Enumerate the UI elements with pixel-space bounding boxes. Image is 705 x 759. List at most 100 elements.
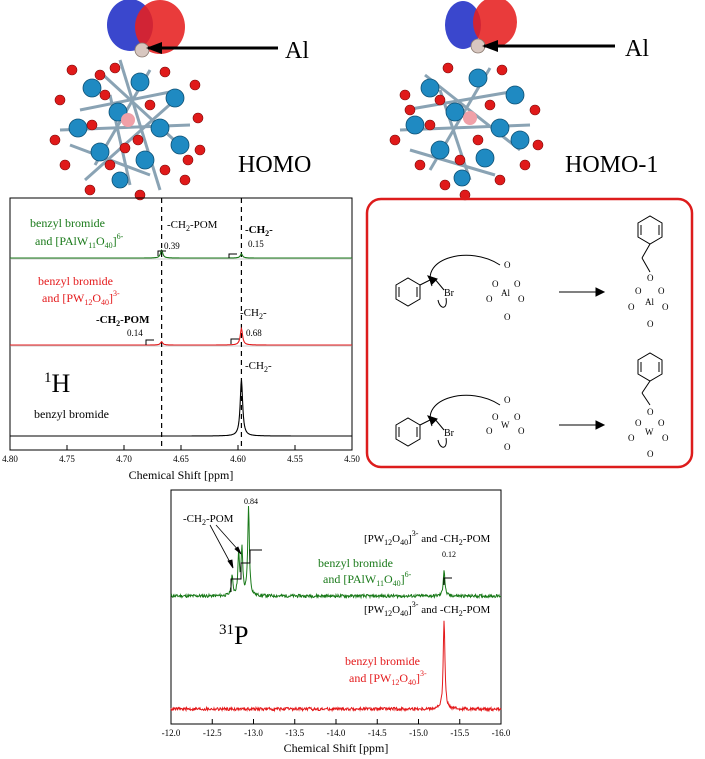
svg-text:O: O bbox=[514, 412, 521, 422]
spectrum-line bbox=[10, 249, 352, 259]
x-tick-label: -15.0 bbox=[409, 728, 428, 738]
integral-mark bbox=[230, 338, 239, 344]
integral-mark bbox=[157, 250, 166, 256]
series-label-green: benzyl bromide bbox=[318, 556, 393, 570]
svg-text:O: O bbox=[628, 433, 635, 443]
scheme-frame bbox=[365, 197, 694, 469]
x-axis-label: Chemical Shift [ppm] bbox=[129, 468, 234, 482]
peak-annotation: [PW12O40]3- and -CH2-POM bbox=[364, 529, 491, 547]
homo-al-label: Al bbox=[285, 38, 309, 64]
svg-text:O: O bbox=[658, 418, 665, 428]
nucleus-label: 1H bbox=[44, 369, 71, 398]
svg-text:W: W bbox=[501, 420, 510, 430]
svg-text:O: O bbox=[504, 395, 511, 405]
svg-text:O: O bbox=[486, 294, 493, 304]
series-label-red: and [PW12O40]3- bbox=[349, 669, 427, 687]
integral-value: 0.14 bbox=[127, 328, 143, 338]
homo1-label: HOMO-1 bbox=[565, 152, 658, 178]
spectrum-line bbox=[170, 505, 502, 600]
integral-mark bbox=[145, 339, 154, 345]
p-nmr-pointers bbox=[209, 524, 242, 569]
series-label-red: and [PW12O40]3- bbox=[42, 289, 120, 307]
svg-text:O: O bbox=[486, 426, 493, 436]
svg-text:Al: Al bbox=[501, 288, 510, 298]
homo-label: HOMO bbox=[238, 152, 311, 178]
peak-annotation: -CH2-POM bbox=[167, 219, 218, 233]
svg-text:O: O bbox=[504, 442, 511, 452]
svg-text:O: O bbox=[658, 286, 665, 296]
spectrum-line bbox=[170, 620, 502, 713]
x-tick-label: -15.5 bbox=[450, 728, 469, 738]
x-tick-label: 4.60 bbox=[230, 454, 246, 464]
homo1-al-label: Al bbox=[625, 36, 649, 62]
scheme-w-row bbox=[395, 352, 663, 448]
integral-value: 0.15 bbox=[248, 239, 264, 249]
p-nmr-integrals bbox=[230, 549, 452, 592]
svg-text:O: O bbox=[635, 418, 642, 428]
integral-value: 0.84 bbox=[244, 497, 258, 506]
x-tick-label: 4.55 bbox=[287, 454, 303, 464]
x-tick-label: -14.5 bbox=[368, 728, 387, 738]
peak-annotation: -CH2-POM bbox=[183, 513, 234, 527]
svg-text:Al: Al bbox=[645, 297, 654, 307]
series-label-black: benzyl bromide bbox=[34, 407, 109, 421]
x-tick-label: -12.0 bbox=[162, 728, 181, 738]
svg-text:O: O bbox=[518, 294, 525, 304]
svg-text:O: O bbox=[647, 407, 654, 417]
svg-text:O: O bbox=[647, 449, 654, 459]
integral-mark bbox=[230, 549, 262, 592]
homo-structure bbox=[49, 0, 278, 201]
peak-annotation: -CH2-POM bbox=[96, 314, 150, 328]
nucleus-label: 31P bbox=[219, 621, 248, 650]
svg-text:O: O bbox=[647, 273, 654, 283]
x-tick-label: 4.65 bbox=[173, 454, 189, 464]
integral-value: 0.12 bbox=[442, 550, 456, 559]
spectrum-line bbox=[10, 326, 352, 346]
h-nmr-reference-lines bbox=[161, 198, 243, 450]
x-tick-label: 4.50 bbox=[344, 454, 360, 464]
series-label-red: benzyl bromide bbox=[38, 274, 113, 288]
br-label: Br bbox=[444, 428, 455, 439]
x-tick-label: -14.0 bbox=[327, 728, 346, 738]
scheme-al-row bbox=[395, 215, 663, 308]
svg-text:O: O bbox=[504, 312, 511, 322]
peak-annotation: -CH2- bbox=[240, 307, 267, 321]
x-tick-label: 4.70 bbox=[116, 454, 132, 464]
p-nmr-ticks: -12.0-12.5-13.0-13.5-14.0-14.5-15.0-15.5… bbox=[162, 719, 511, 738]
p-nmr-spectra bbox=[170, 505, 502, 713]
svg-text:O: O bbox=[662, 302, 669, 312]
svg-text:O: O bbox=[635, 286, 642, 296]
x-axis-label: Chemical Shift [ppm] bbox=[284, 741, 389, 755]
series-label-green: and [PAlW11O40]6- bbox=[323, 570, 412, 588]
svg-text:O: O bbox=[492, 412, 499, 422]
x-tick-label: -13.5 bbox=[285, 728, 304, 738]
svg-text:O: O bbox=[647, 319, 654, 329]
integral-mark bbox=[443, 577, 452, 585]
svg-text:O: O bbox=[628, 302, 635, 312]
spectrum-line bbox=[10, 380, 352, 437]
peak-annotation: -CH2- bbox=[245, 224, 273, 238]
h-nmr-integrals bbox=[145, 250, 239, 345]
x-tick-label: -13.0 bbox=[244, 728, 263, 738]
svg-text:O: O bbox=[518, 426, 525, 436]
p-nmr-chart: -12.0-12.5-13.0-13.5-14.0-14.5-15.0-15.5… bbox=[162, 489, 511, 755]
peak-annotation: -CH2- bbox=[245, 360, 272, 374]
integral-mark bbox=[228, 253, 237, 258]
integral-value: 0.39 bbox=[164, 241, 180, 251]
peak-annotation: [PW12O40]3- and -CH2-POM bbox=[364, 600, 491, 618]
integral-value: 0.68 bbox=[246, 328, 262, 338]
h-nmr-spectra bbox=[10, 249, 352, 437]
svg-text:O: O bbox=[492, 279, 499, 289]
br-label: Br bbox=[444, 288, 455, 299]
x-tick-label: -16.0 bbox=[492, 728, 511, 738]
x-tick-label: 4.75 bbox=[59, 454, 75, 464]
svg-text:O: O bbox=[662, 433, 669, 443]
